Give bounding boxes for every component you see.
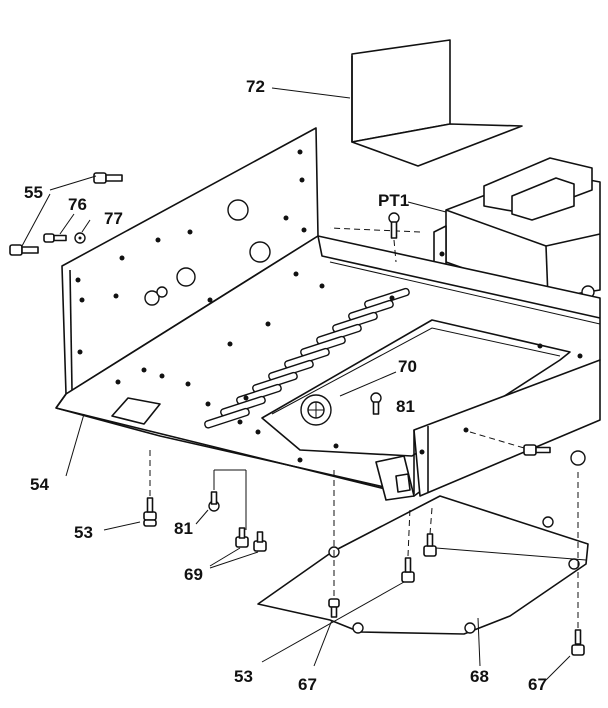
part-72-bracket — [351, 39, 523, 167]
callout-81-upper: 81 — [396, 397, 415, 416]
callout-pt1: PT1 — [378, 191, 410, 210]
callout-77: 77 — [104, 209, 123, 228]
callout-70: 70 — [398, 357, 417, 376]
callout-54: 54 — [30, 475, 49, 494]
leader-lines — [21, 87, 587, 681]
callout-81-lower: 81 — [174, 519, 193, 538]
fastener-screws — [9, 172, 585, 656]
callout-72: 72 — [246, 77, 265, 96]
callout-76: 76 — [68, 195, 87, 214]
callout-67-right: 67 — [528, 675, 547, 694]
callout-55: 55 — [24, 183, 43, 202]
callout-53-left: 53 — [74, 523, 93, 542]
callout-53-lower: 53 — [234, 667, 253, 686]
callout-68: 68 — [470, 667, 489, 686]
part-68-bottom-plate — [257, 495, 589, 635]
chassis-right-wall — [413, 359, 601, 497]
callout-67-left: 67 — [298, 675, 317, 694]
callout-69: 69 — [184, 565, 203, 584]
